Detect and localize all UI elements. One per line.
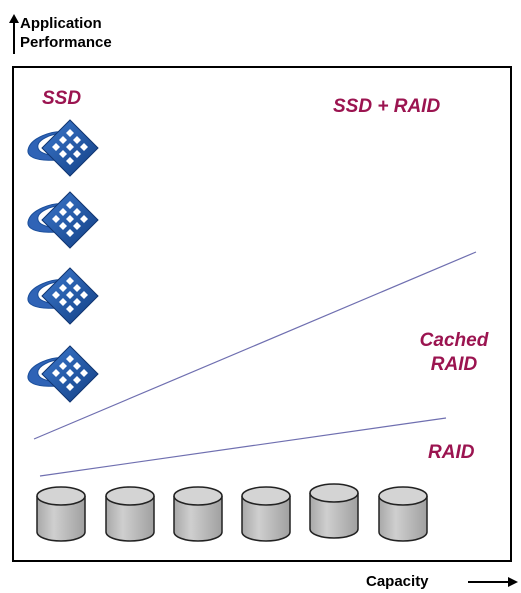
- ssd-raid-trend-line: [33, 251, 477, 440]
- y-axis-label: Application Performance: [20, 14, 112, 52]
- tier-label-ssd-raid: SSD + RAID: [333, 96, 441, 117]
- ssd-icon: [27, 267, 99, 325]
- disk-drive-icon: [309, 483, 359, 539]
- x-axis-arrow-icon: [468, 577, 518, 587]
- ssd-icon: [27, 345, 99, 403]
- x-axis-label: Capacity: [366, 573, 429, 590]
- cached-raid-trend-line: [39, 417, 447, 477]
- diagram-frame: [12, 66, 512, 562]
- y-axis-label-line1: Application: [20, 15, 102, 32]
- tier-label-raid: RAID: [428, 442, 475, 463]
- ssd-icon: [27, 119, 99, 177]
- disk-drive-icon: [173, 486, 223, 542]
- tier-label-cached-raid-line2: RAID: [430, 354, 478, 375]
- tier-label-cached-raid: Cached RAID: [404, 329, 504, 377]
- y-axis-arrow-icon: [9, 14, 19, 54]
- disk-drive-icon: [241, 486, 291, 542]
- disk-drive-icon: [378, 486, 428, 542]
- disk-drive-icon: [105, 486, 155, 542]
- y-axis-label-line2: Performance: [20, 34, 112, 51]
- tier-label-ssd: SSD: [42, 88, 82, 109]
- tier-label-cached-raid-line1: Cached: [419, 330, 489, 351]
- disk-drive-icon: [36, 486, 86, 542]
- ssd-icon: [27, 191, 99, 249]
